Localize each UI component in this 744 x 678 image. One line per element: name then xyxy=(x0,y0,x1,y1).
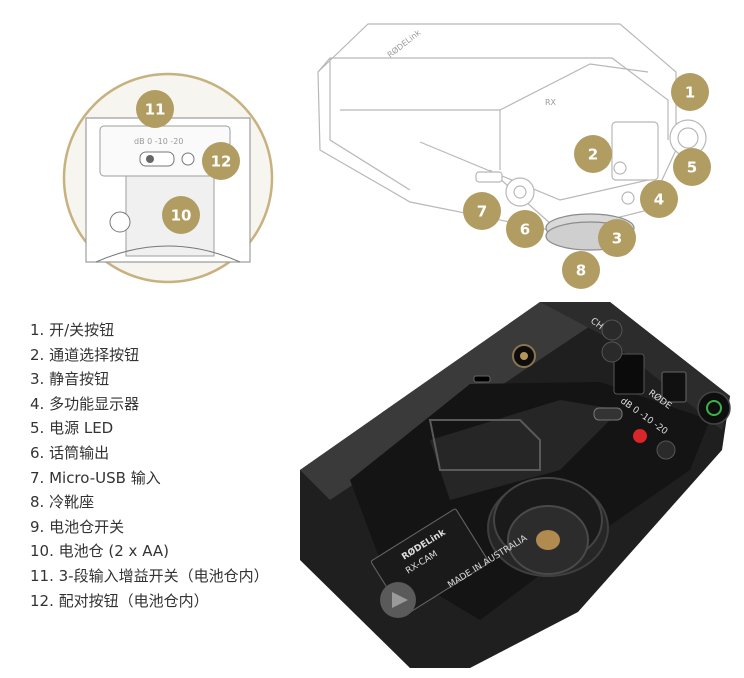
legend-item-2: 2. 通道选择按钮 xyxy=(30,345,140,364)
legend-item-1: 1. 开/关按钮 xyxy=(30,321,115,339)
inset-gain-text: dB 0 -10 -20 xyxy=(134,137,183,146)
callout-4-label: 4 xyxy=(654,191,664,209)
callout-8-label: 8 xyxy=(576,262,586,280)
callout-10: 10 xyxy=(162,196,200,234)
callout-7-label: 7 xyxy=(477,203,487,221)
legend-item-5: 5. 电源 LED xyxy=(30,419,114,438)
callout-2-label: 2 xyxy=(588,146,598,164)
callout-6: 6 xyxy=(506,210,544,248)
callout-7: 7 xyxy=(463,192,501,230)
callout-5-circle xyxy=(673,148,711,186)
callout-5: 5 xyxy=(673,148,711,186)
callout-3-circle xyxy=(598,219,636,257)
callout-8-circle xyxy=(562,251,600,289)
callout-4: 4 xyxy=(640,180,678,218)
callout-2-circle xyxy=(574,135,612,173)
legend-item-9: 9. 电池仓开关 xyxy=(30,517,125,536)
callout-6-circle xyxy=(506,210,544,248)
legend-item-6: 6. 话筒输出 xyxy=(30,443,110,462)
callout-1: 1 xyxy=(671,73,709,111)
callout-12-circle xyxy=(202,142,240,180)
legend-item-7: 7. Micro-USB 输入 xyxy=(30,468,161,487)
callout-3: 3 xyxy=(598,219,636,257)
callout-4-circle xyxy=(640,180,678,218)
legend-item-10: 10. 电池仓 (2 x AA) xyxy=(30,542,169,561)
callout-3-label: 3 xyxy=(612,230,622,248)
sketch-rx-text: RX xyxy=(545,98,557,107)
callout-12-label: 12 xyxy=(211,153,232,171)
callout-11-circle xyxy=(136,90,174,128)
legend-item-4: 4. 多功能显示器 xyxy=(30,394,140,413)
receiver-photo xyxy=(300,302,731,668)
callout-7-circle xyxy=(463,192,501,230)
callout-1-circle xyxy=(671,73,709,111)
callout-10-label: 10 xyxy=(171,207,192,225)
legend-item-12: 12. 配对按钮（电池仓内） xyxy=(30,591,209,610)
callout-11-label: 11 xyxy=(145,101,166,119)
callout-10-circle xyxy=(162,196,200,234)
callout-8: 8 xyxy=(562,251,600,289)
feature-legend: 1. 开/关按钮 2. 通道选择按钮 3. 静音按钮 4. 多功能显示器 5. … xyxy=(30,318,280,613)
callout-6-label: 6 xyxy=(520,221,530,239)
callout-5-label: 5 xyxy=(687,159,697,177)
legend-item-8: 8. 冷靴座 xyxy=(30,493,95,512)
legend-item-11: 11. 3-段输入增益开关（电池仓内） xyxy=(30,566,269,585)
callout-11: 11 xyxy=(136,90,174,128)
callout-1-label: 1 xyxy=(685,84,695,102)
legend-item-3: 3. 静音按钮 xyxy=(30,370,110,389)
callout-12: 12 xyxy=(202,142,240,180)
callout-2: 2 xyxy=(574,135,612,173)
